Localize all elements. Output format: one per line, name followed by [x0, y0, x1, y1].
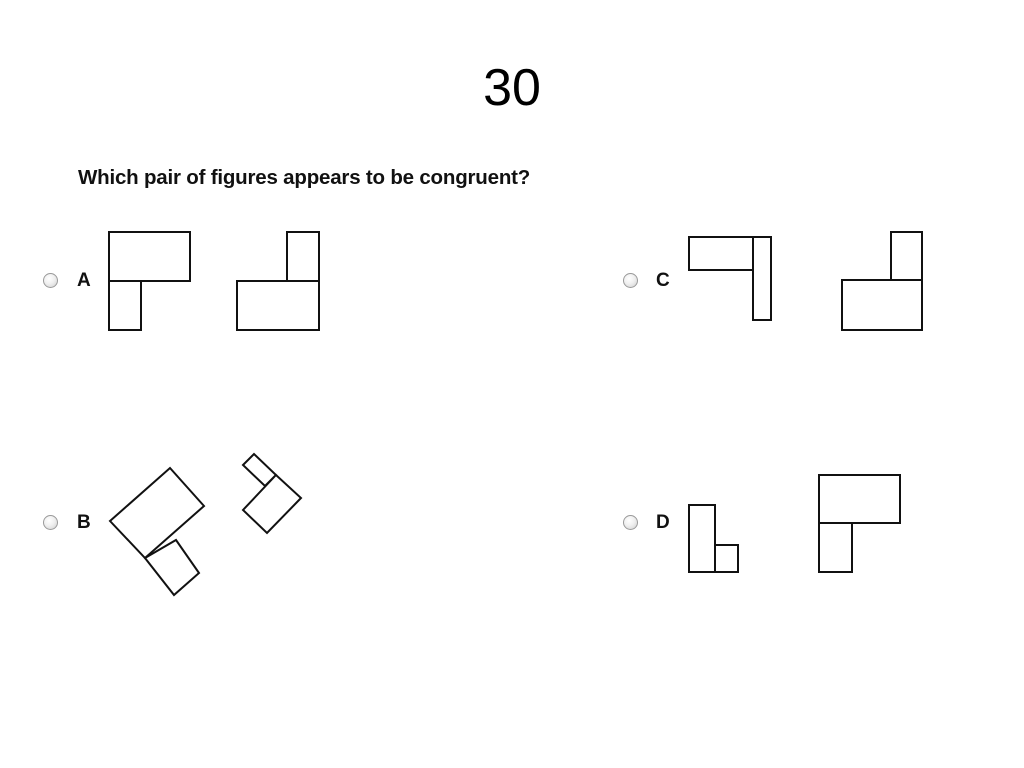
slide-number: 30	[483, 59, 541, 117]
option-a-radio[interactable]	[43, 273, 58, 288]
option-b-radio[interactable]	[43, 515, 58, 530]
option-c-figure-2	[841, 231, 923, 331]
option-d-figure-2-bottom-rect	[818, 522, 853, 573]
option-a-figure-2	[236, 231, 320, 331]
option-c-figure-1-horizontal-rect	[688, 236, 754, 271]
option-b-figure-1-large-rect	[108, 466, 206, 560]
question-text: Which pair of figures appears to be cong…	[78, 166, 531, 189]
option-b-label: B	[77, 512, 91, 533]
option-b-figure-1	[108, 466, 206, 597]
option-c-label: C	[656, 270, 670, 291]
option-c-figure-1-vertical-rect	[752, 236, 772, 321]
option-d-figure-1	[688, 504, 739, 573]
option-c-figure-2-bottom-rect	[841, 279, 923, 331]
option-d-figure-1-small-rect	[714, 544, 739, 573]
option-a-figure-2-top-rect	[286, 231, 320, 282]
option-c-figure-2-top-rect	[890, 231, 923, 281]
option-a-label: A	[77, 270, 91, 291]
option-d-figure-2	[818, 474, 901, 573]
option-d-figure-1-tall-rect	[688, 504, 716, 573]
option-d-figure-2-top-rect	[818, 474, 901, 524]
option-a-figure-2-bottom-rect	[236, 280, 320, 331]
option-c-radio[interactable]	[623, 273, 638, 288]
option-c-figure-1	[688, 236, 772, 321]
option-d-label: D	[656, 512, 670, 533]
option-a-figure-1-top-rect	[108, 231, 191, 282]
option-b-figure-2	[241, 452, 303, 535]
option-a-figure-1	[108, 231, 191, 331]
option-a-figure-1-bottom-rect	[108, 280, 142, 331]
option-b-figure-1-small-rect	[143, 538, 201, 597]
option-d-radio[interactable]	[623, 515, 638, 530]
option-b-figure-2-large-rect	[241, 473, 303, 535]
